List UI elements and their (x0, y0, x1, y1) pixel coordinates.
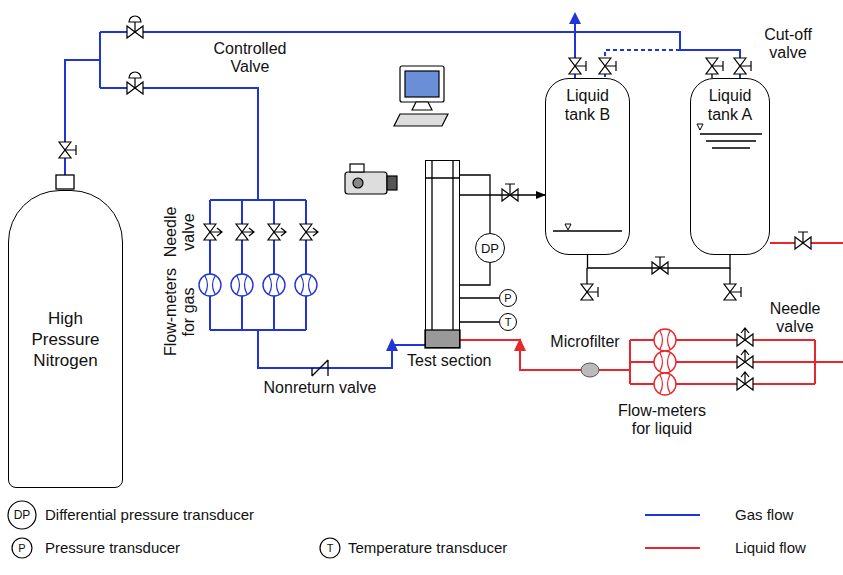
part-label: Nonreturn valve (264, 379, 377, 397)
connector-line (588, 255, 731, 268)
symbol-letters: DP (14, 509, 31, 521)
node-text: DP (481, 242, 499, 255)
temperature-transducer: T (499, 313, 517, 331)
connector-line (460, 175, 490, 233)
legend-text: Pressure transducer (45, 539, 180, 557)
legend-text: Liquid flow (735, 539, 806, 557)
part-label: Needle valve (162, 201, 198, 263)
node-text: High Pressure Nitrogen (16, 308, 116, 371)
connector-line (460, 297, 499, 298)
liquid-tank: Liquid tank A (690, 78, 770, 255)
pressure-transducer: P (499, 289, 517, 307)
symbol-letters: T (327, 543, 334, 554)
part-label: Cut-off valve (757, 26, 819, 62)
part-label: Flow-meters for gas (162, 257, 198, 367)
connector-line (460, 321, 499, 322)
test-section: Test section (425, 160, 460, 348)
liquid-tank: Liquid tank B (545, 78, 630, 255)
part-label: Needle valve (765, 300, 825, 336)
legend-text: Gas flow (735, 506, 793, 524)
part-label: Flow-meters for liquid (607, 402, 717, 438)
gas-cylinder: High Pressure Nitrogen (8, 190, 123, 488)
symbol-letters: P (18, 543, 25, 554)
node-text: Test section (407, 352, 491, 370)
connector-line (460, 194, 545, 195)
dp-transducer: DP (475, 233, 505, 263)
node-text: P (504, 293, 511, 304)
legend-text: Temperature transducer (348, 539, 507, 557)
node-text: Liquid tank A (694, 86, 766, 124)
node-text: T (505, 317, 512, 328)
legend-text: Differential pressure transducer (45, 506, 254, 524)
part-label: Controlled Valve (200, 40, 300, 76)
part-label: Microfilter (550, 333, 619, 351)
node-text: Liquid tank B (552, 86, 624, 124)
